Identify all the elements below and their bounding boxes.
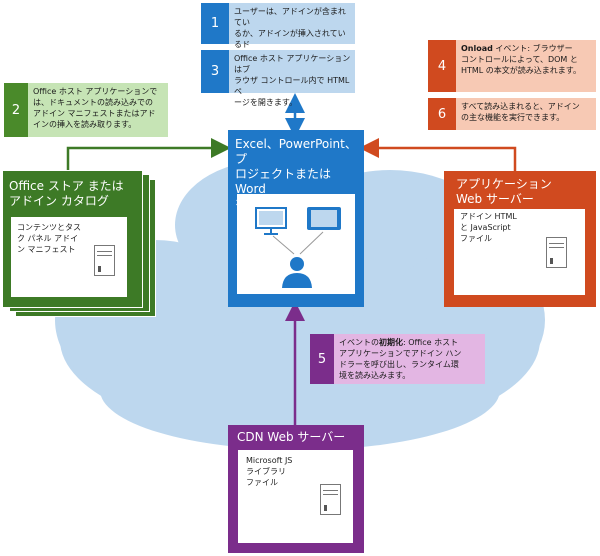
store-box-inner: コンテンツとタス ク パネル アドイ ン マニフェスト [11, 217, 127, 297]
step-1-number: 1 [201, 3, 229, 44]
server-icon [320, 484, 341, 515]
cdn-server-box: CDN Web サーバー Microsoft JS ライブラリ ファイル [228, 425, 364, 553]
step-1-text: ユーザーは、アドインが含まれてい るか、アドインが挿入されているド キュメントを… [229, 3, 355, 60]
tablet-icon [307, 207, 341, 230]
user-box-inner [237, 194, 355, 294]
step-5-bold: 初期化 [379, 338, 403, 347]
step-4: 4 Onload イベント: ブラウザー コントロールによって、DOM と HT… [428, 40, 596, 92]
app-server-inner: アドイン HTML と JavaScript ファイル [454, 209, 585, 295]
step-4-text: Onload イベント: ブラウザー コントロールによって、DOM と HTML… [456, 40, 596, 92]
server-icon [546, 237, 567, 268]
monitor-icon [255, 207, 287, 235]
step-2-number: 2 [4, 83, 28, 137]
person-icon [282, 257, 312, 288]
step-5-number: 5 [310, 334, 334, 384]
store-box: Office ストア または アドイン カタログ コンテンツとタス ク パネル … [2, 170, 143, 308]
step-5-text: イベントの初期化: Office ホスト アプリケーションでアドイン ハン ドラ… [334, 334, 485, 384]
step-4-bold: Onload [461, 44, 493, 53]
step-4-body: イベント: ブラウザー コントロールによって、DOM と HTML の本文が読み… [461, 44, 582, 75]
cdn-server-inner: Microsoft JS ライブラリ ファイル [238, 450, 353, 543]
step-3-text: Office ホスト アプリケーションはブ ラウザ コントロール内で HTML … [229, 50, 355, 107]
step-2: 2 Office ホスト アプリケーションで は、ドキュメントの読み込みでの ア… [4, 83, 168, 137]
step-6: 6 すべて読み込まれると、アドイン の主な機能を実行できます。 [428, 98, 596, 130]
arrow-store [66, 138, 231, 171]
cdn-server-title: CDN Web サーバー [237, 430, 346, 444]
user-box: Excel、PowerPoint、プ ロジェクトまたは Word を実行している… [228, 130, 364, 307]
step-5: 5 イベントの初期化: Office ホスト アプリケーションでアドイン ハン … [310, 334, 485, 384]
step-3-number: 3 [201, 50, 229, 93]
app-server-title: アプリケーション Web サーバー [456, 177, 552, 206]
cdn-server-content: Microsoft JS ライブラリ ファイル [246, 456, 293, 487]
app-server-box: アプリケーション Web サーバー アドイン HTML と JavaScript… [444, 171, 596, 307]
step-1: 1 ユーザーは、アドインが含まれてい るか、アドインが挿入されているド キュメン… [201, 3, 355, 60]
store-box-title: Office ストア または アドイン カタログ [9, 179, 124, 208]
store-box-content: コンテンツとタス ク パネル アドイ ン マニフェスト [17, 223, 81, 254]
step-6-number: 6 [428, 98, 456, 130]
server-icon [94, 245, 115, 276]
step-5-prefix: イベントの [339, 338, 379, 347]
step-2-text: Office ホスト アプリケーションで は、ドキュメントの読み込みでの アドイ… [28, 83, 168, 137]
step-5-body: : Office ホスト アプリケーションでアドイン ハン ドラーを呼び出し、ラ… [339, 338, 462, 380]
step-3: 3 Office ホスト アプリケーションはブ ラウザ コントロール内で HTM… [201, 50, 355, 107]
app-server-content: アドイン HTML と JavaScript ファイル [460, 212, 517, 243]
step-6-text: すべて読み込まれると、アドイン の主な機能を実行できます。 [456, 98, 596, 130]
arrow-app [359, 138, 517, 171]
step-4-number: 4 [428, 40, 456, 92]
devices-illustration [255, 207, 341, 288]
